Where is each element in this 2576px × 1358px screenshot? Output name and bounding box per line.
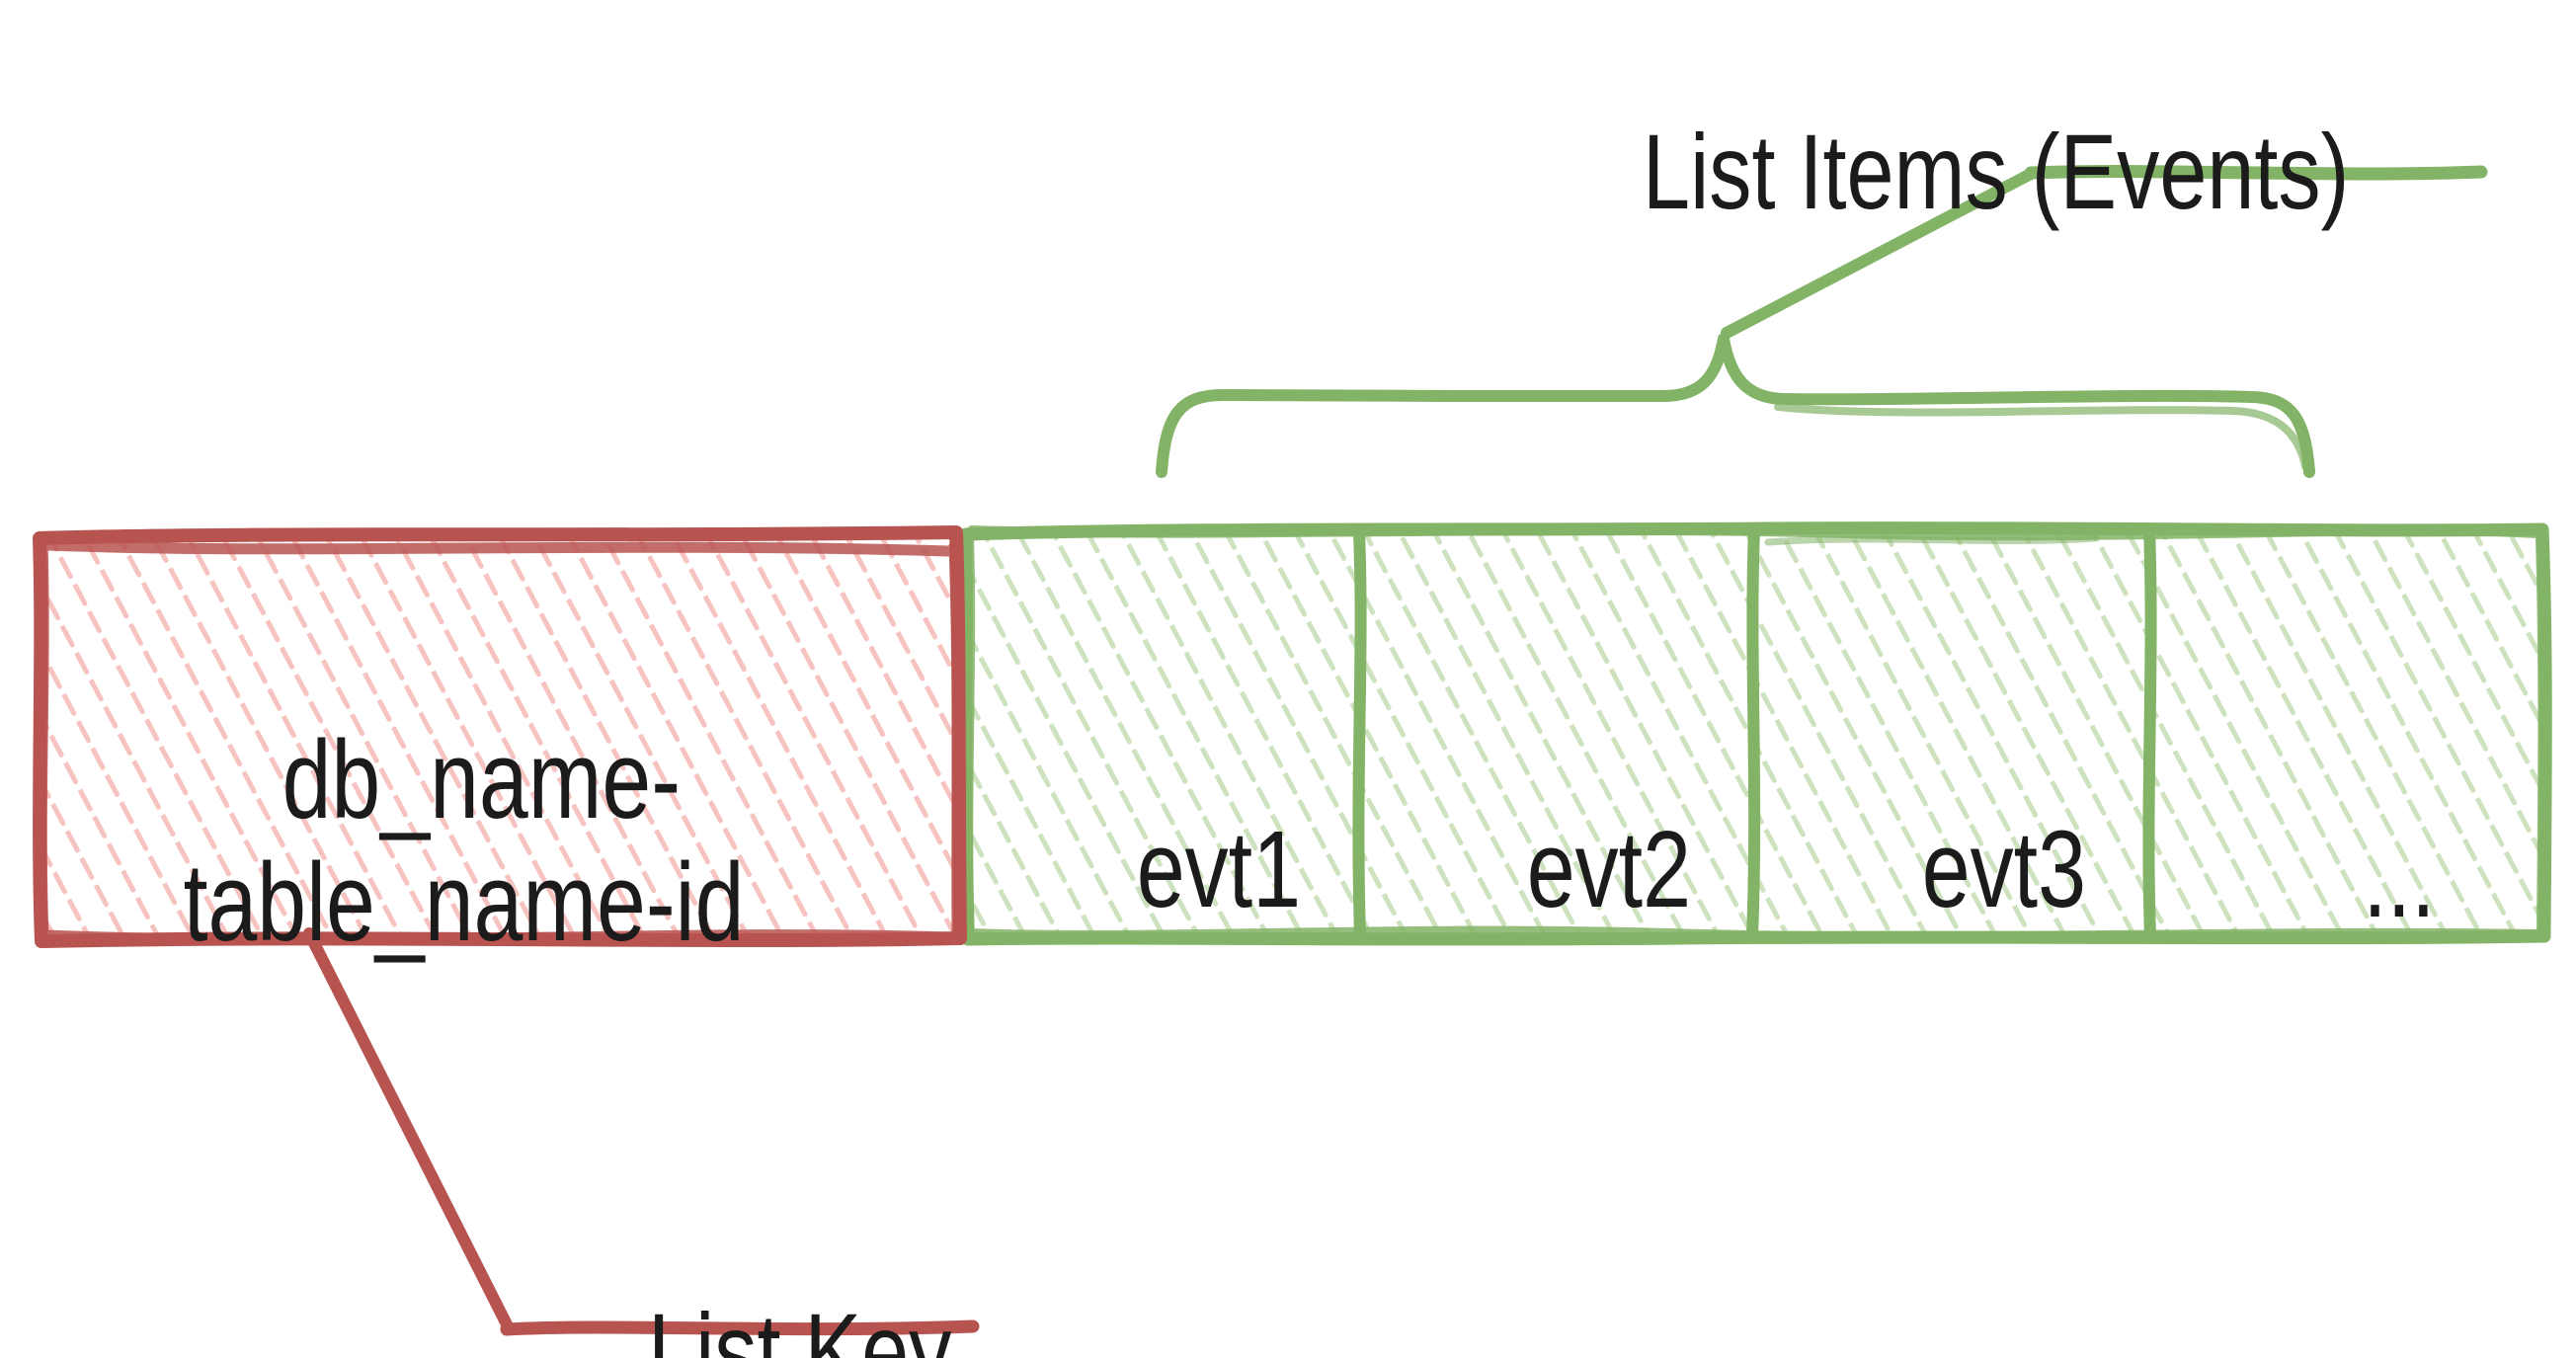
brace-leader-line-echo (1735, 175, 2028, 332)
key-cell-line2-text: table_name-id (183, 840, 745, 965)
event-cell-label-1: evt1 (1028, 681, 1313, 1058)
items-annotation-text: List Items (Events) (1643, 112, 2350, 232)
event-cell-4-text: ... (2363, 819, 2436, 940)
key-annotation-label: List Key (553, 1185, 1106, 1358)
items-divider-3-echo (1764, 534, 2098, 546)
event-cell-label-2: evt2 (1418, 681, 1703, 1058)
items-annotation-label: List Items (Events) (1548, 6, 2543, 339)
items-divider-2 (1746, 524, 1761, 942)
key-cell-hatch (40, 533, 960, 940)
items-box-border-stroke-b (963, 524, 2548, 942)
items-divider-3 (2142, 523, 2157, 943)
items-curly-brace (1156, 333, 2315, 478)
items-divider-1 (1352, 527, 1367, 941)
event-cell-label-3: evt3 (1813, 681, 2098, 1058)
key-cell-text-line1: db_name- (184, 608, 1053, 953)
key-leader-underline (500, 1319, 980, 1336)
key-cell-text-line2: table_name-id (85, 731, 1033, 1076)
key-annotation-text: List Key (648, 1291, 952, 1358)
label-underline-items (2024, 165, 2488, 181)
event-cell-3-text: evt3 (1921, 809, 2087, 930)
key-leader-line (303, 927, 515, 1334)
items-curly-brace-echo (1774, 403, 2309, 470)
event-cell-1-text: evt1 (1136, 809, 1302, 930)
event-cell-label-4: ... (2209, 691, 2493, 1068)
key-box-border-stroke-b (36, 535, 963, 946)
key-cell-line1-text: db_name- (282, 718, 682, 842)
event-cell-2-text: evt2 (1526, 809, 1692, 930)
